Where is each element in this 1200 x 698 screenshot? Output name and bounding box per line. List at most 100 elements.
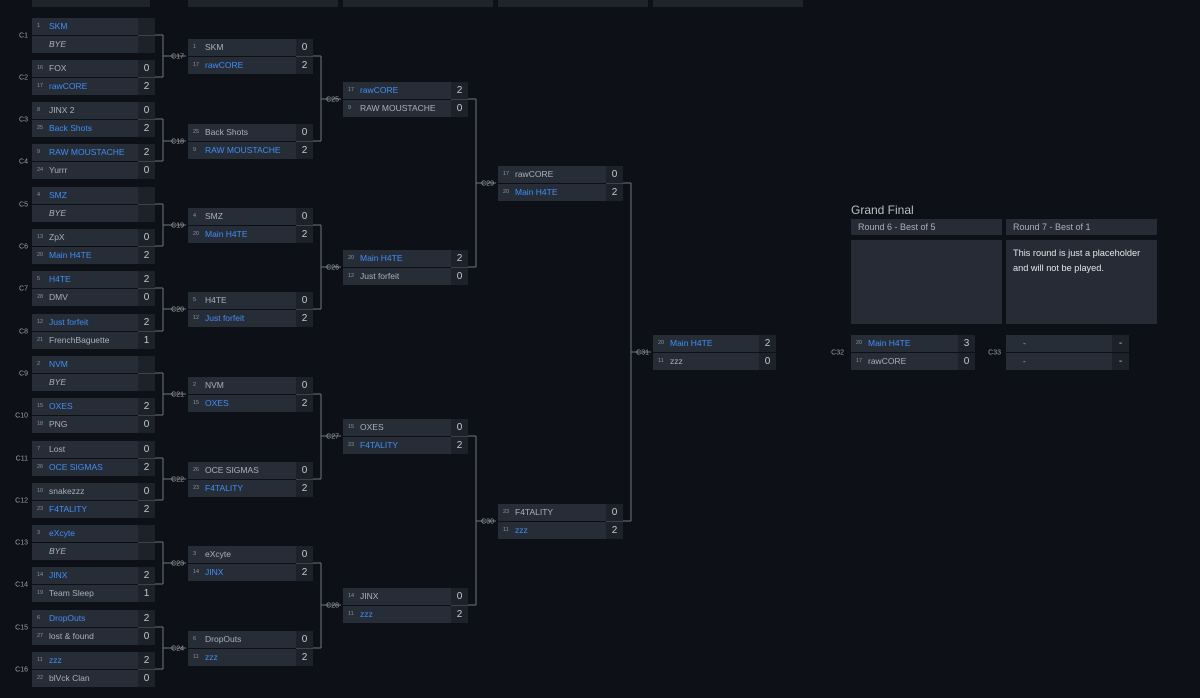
team-name[interactable]: zzz — [49, 655, 62, 665]
team-name[interactable]: SMZ — [49, 190, 67, 200]
team-name[interactable]: SKM — [49, 21, 68, 31]
team-name[interactable]: OCE SIGMAS — [49, 462, 103, 472]
team-name[interactable]: zzz — [515, 525, 528, 535]
team-name[interactable]: JINX — [49, 570, 68, 580]
team-name[interactable]: Main H4TE — [205, 229, 248, 239]
team-name[interactable]: Main H4TE — [49, 250, 92, 260]
team-row[interactable]: BYE — [32, 543, 155, 560]
team-name[interactable]: F4TALITY — [205, 483, 244, 493]
team-row[interactable]: -- — [1006, 335, 1129, 352]
team-name[interactable]: RAW MOUSTACHE — [49, 147, 125, 157]
team-name[interactable]: OXES — [205, 398, 229, 408]
team-name[interactable]: Main H4TE — [515, 187, 558, 197]
team-name[interactable]: Main H4TE — [670, 338, 713, 348]
team-name[interactable]: NVM — [49, 359, 68, 369]
team-name[interactable]: Just forfeit — [49, 317, 89, 327]
team-row[interactable]: BYE — [32, 374, 155, 391]
match-label: C18 — [171, 138, 184, 145]
team-name[interactable]: H4TE — [49, 274, 71, 284]
team-name[interactable]: F4TALITY — [49, 504, 88, 514]
team-row[interactable]: BYE — [32, 36, 155, 53]
team-name[interactable]: rawCORE — [360, 85, 399, 95]
team-name[interactable]: rawCORE — [205, 60, 244, 70]
team-name[interactable]: Main H4TE — [868, 338, 911, 348]
team-name[interactable]: zzz — [205, 652, 218, 662]
team-name[interactable]: eXcyte — [49, 528, 75, 538]
team-row[interactable]: -- — [1006, 353, 1129, 370]
team-name[interactable]: Main H4TE — [360, 253, 403, 263]
team-name[interactable]: Back Shots — [49, 123, 92, 133]
team-name[interactable]: DropOuts — [49, 613, 86, 623]
team-name[interactable]: RAW MOUSTACHE — [205, 145, 281, 155]
team-name[interactable]: OXES — [49, 401, 73, 411]
team-name[interactable]: Just forfeit — [205, 313, 245, 323]
team-name[interactable]: JINX — [205, 567, 224, 577]
team-name[interactable]: F4TALITY — [360, 440, 399, 450]
team-name[interactable]: zzz — [360, 609, 373, 619]
team-name[interactable]: rawCORE — [49, 81, 88, 91]
seed-number: 23 — [193, 485, 200, 491]
team-row[interactable]: BYE — [32, 205, 155, 222]
